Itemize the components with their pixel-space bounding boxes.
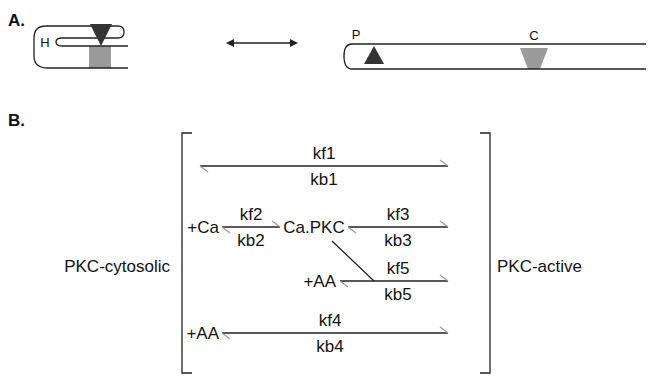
species-label: PKC-active <box>497 258 582 275</box>
arrow-head <box>226 39 234 47</box>
bracket <box>480 133 490 373</box>
half-arrowhead <box>440 327 448 333</box>
residue-label: C <box>529 29 538 42</box>
half-arrowhead <box>440 221 448 227</box>
rate-constant: kb1 <box>310 171 337 188</box>
half-arrowhead <box>440 160 448 166</box>
reaction-line <box>332 241 374 281</box>
arrow-head <box>290 39 298 47</box>
panel-label: B. <box>8 112 25 129</box>
binding-site <box>520 48 548 69</box>
rate-constant: kb3 <box>384 232 411 249</box>
half-arrowhead <box>340 281 348 287</box>
pseudosubstrate-triangle <box>90 24 112 46</box>
rate-constant: kf3 <box>387 206 410 223</box>
half-arrowhead <box>272 221 280 227</box>
reaction-lines <box>200 166 448 333</box>
species-label: PKC-cytosolic <box>64 258 170 275</box>
half-arrowhead <box>222 227 230 233</box>
pseudosubstrate-triangle <box>364 46 384 64</box>
rate-constant: kb5 <box>384 286 411 303</box>
equilibrium-arrow <box>230 42 294 43</box>
half-arrowhead <box>222 333 230 339</box>
rate-constant: kf2 <box>240 206 263 223</box>
residue-label: P <box>352 28 361 41</box>
panel-label: A. <box>8 12 25 29</box>
rate-constant: kf1 <box>313 145 336 162</box>
rate-constant: kf5 <box>387 260 410 277</box>
species-label: Ca.PKC <box>283 219 344 236</box>
reaction-line <box>222 332 448 333</box>
reaction-line <box>222 226 280 227</box>
binding-site <box>89 46 111 68</box>
half-arrowheads <box>200 160 448 339</box>
reactant-label: +AA <box>186 325 219 342</box>
rate-constant: kb4 <box>316 338 343 355</box>
reactant-label: +AA <box>303 273 336 290</box>
half-arrowhead <box>348 227 356 233</box>
half-arrowhead <box>200 166 208 172</box>
reaction-line <box>200 165 448 166</box>
rate-constant: kf4 <box>319 312 342 329</box>
folded-molecule <box>34 26 128 68</box>
reaction-line <box>340 280 448 281</box>
rate-constant: kb2 <box>237 232 264 249</box>
open-molecule <box>344 44 646 69</box>
half-arrowhead <box>440 275 448 281</box>
reactant-label: +Ca <box>187 219 219 236</box>
reaction-line <box>348 226 448 227</box>
residue-label: H <box>40 36 49 49</box>
